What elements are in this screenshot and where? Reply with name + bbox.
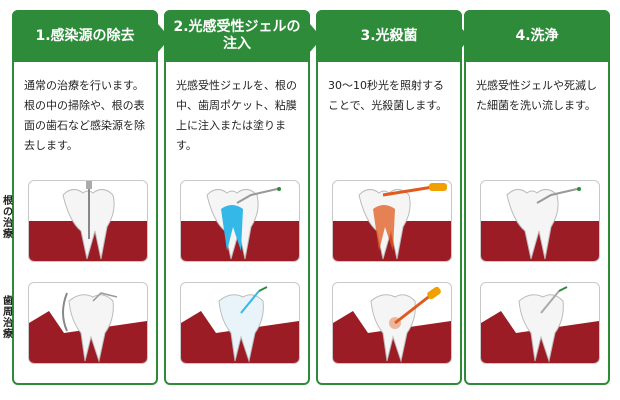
row-label-perio: 歯周治療 — [3, 296, 13, 340]
tooth-shape — [218, 294, 264, 363]
gel-fill — [221, 205, 243, 251]
step-panel-3: 3.光殺菌 30～10秒光を照射することで、光殺菌します。 — [316, 10, 462, 385]
root-rinse-image — [480, 180, 600, 262]
step-title-2: 2.光感受性ジェルの注入 — [164, 10, 310, 62]
tooth-shape — [506, 189, 559, 260]
root-gel-image — [180, 180, 300, 262]
perio-light-image — [332, 282, 452, 364]
root-treatment-image-1 — [28, 180, 148, 262]
light-glow — [373, 205, 395, 251]
root-light-image — [332, 180, 452, 262]
step-title-1: 1.感染源の除去 — [12, 10, 158, 62]
step-panel-2: 2.光感受性ジェルの注入 光感受性ジェルを、根の中、歯周ポケット、粘膜上に注入ま… — [164, 10, 310, 385]
step-title-4: 4.洗浄 — [464, 10, 610, 62]
light-fiber — [394, 293, 432, 325]
row-label-root: 根の治療 — [3, 196, 13, 240]
perio-treatment-image-1 — [28, 282, 148, 364]
rinse-syringe — [540, 290, 560, 314]
scaler-instrument — [62, 292, 68, 332]
syringe — [536, 188, 578, 204]
tooth-shape — [68, 294, 114, 363]
perio-rinse-image — [480, 282, 600, 364]
perio-gel-image — [180, 282, 300, 364]
step-desc-3: 30～10秒光を照射することで、光殺菌します。 — [328, 79, 448, 112]
step-desc-1: 通常の治療を行います。根の中の掃除や、根の表面の歯石など感染源を除去します。 — [24, 79, 145, 152]
light-handpiece — [429, 183, 447, 191]
step-desc-2: 光感受性ジェルを、根の中、歯周ポケット、粘膜上に注入または塗ります。 — [176, 79, 297, 152]
step-title-3: 3.光殺菌 — [316, 10, 462, 62]
step-panel-1: 1.感染源の除去 通常の治療を行います。根の中の掃除や、根の表面の歯石など感染源… — [12, 10, 158, 385]
file-handle — [86, 181, 92, 189]
light-fiber — [382, 185, 434, 197]
step-panel-4: 4.洗浄 光感受性ジェルや死滅した細菌を洗い流します。 — [464, 10, 610, 385]
step-desc-4: 光感受性ジェルや死滅した細菌を洗い流します。 — [476, 79, 597, 112]
syringe — [236, 188, 278, 204]
gel-applicator — [240, 290, 260, 314]
tooth-shape — [518, 294, 564, 363]
